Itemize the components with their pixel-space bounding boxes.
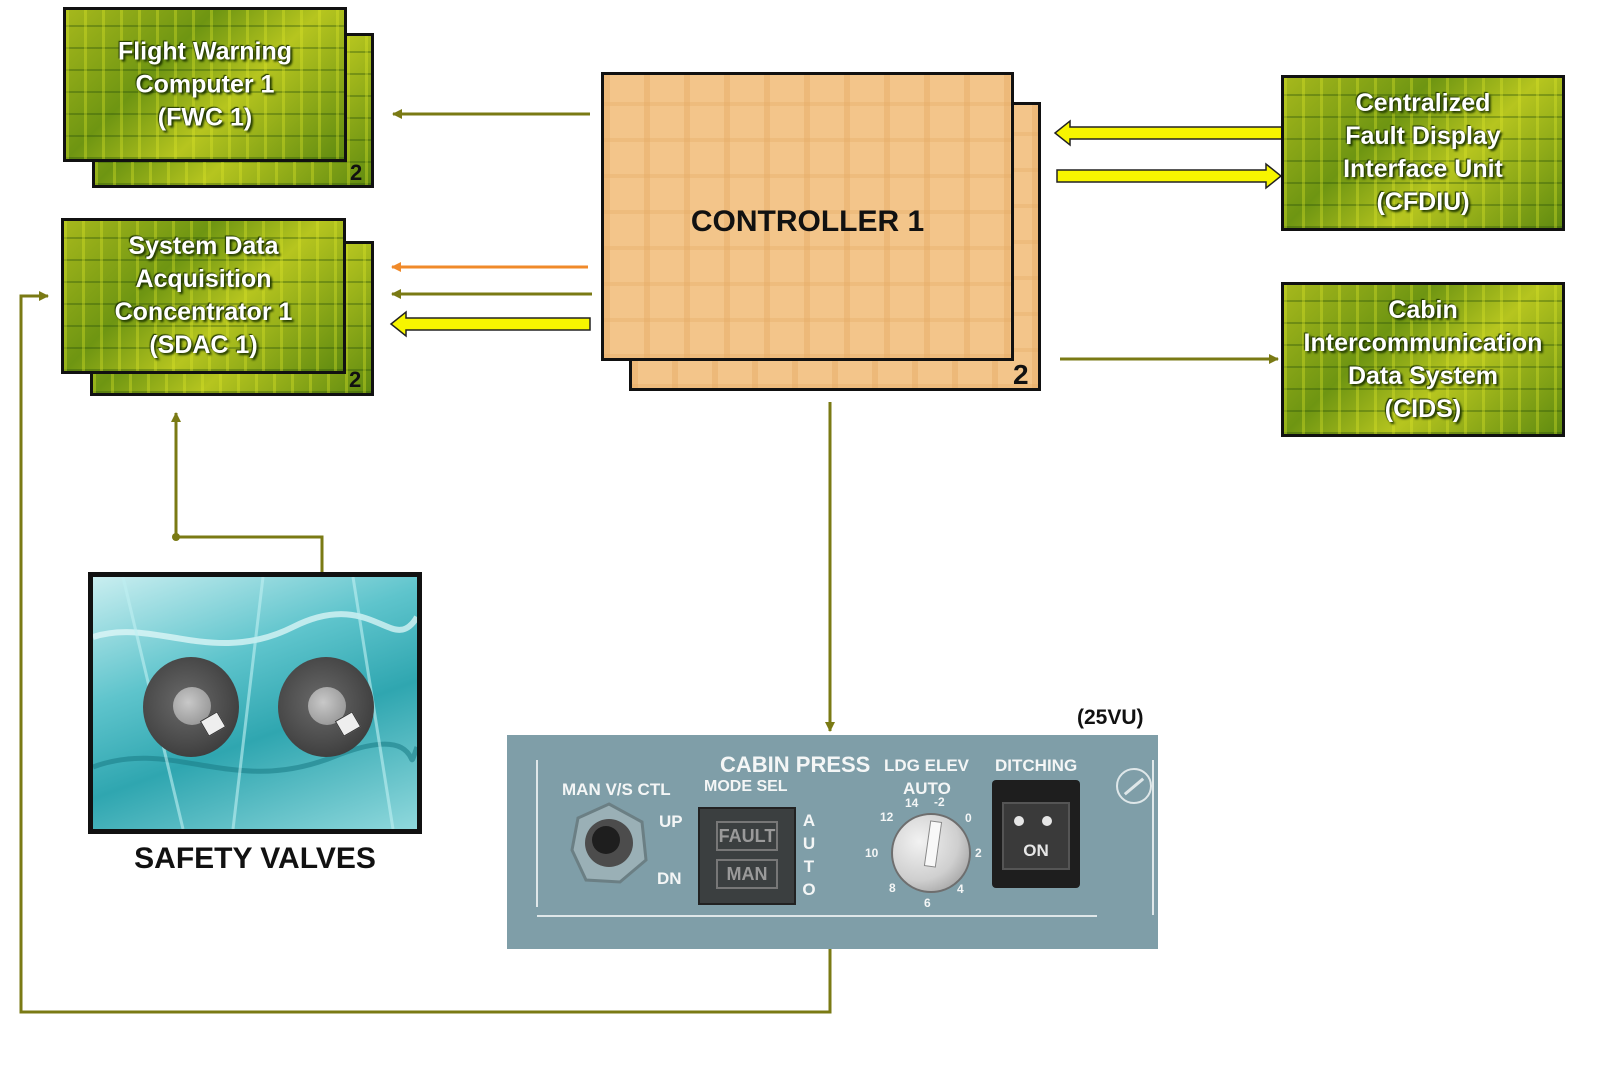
cfdiu-to-controller-bus-arrow [1053,119,1283,147]
indicator-dot-icon [1042,816,1052,826]
panel-screw-icon [1116,768,1152,804]
ditching-guard[interactable]: ON [992,780,1080,888]
fault-indicator: FAULT [716,821,778,851]
ditching-pushbutton[interactable]: ON [1002,802,1070,870]
man-indicator: MAN [716,859,778,889]
indicator-dot-icon [1014,816,1024,826]
safety-valve-left [143,657,239,757]
toggle-switch-icon [570,802,648,884]
sdac-box: System Data Acquisition Concentrator 1 (… [61,218,346,374]
mode-sel-button[interactable]: FAULT MAN [698,807,796,905]
dial-tick-14: 14 [905,796,919,810]
panel-to-sdac-line [19,291,832,1014]
mode-sel-label: MODE SEL [704,778,788,795]
dial-tick-2: 2 [975,846,982,860]
fwc-count-badge: 2 [350,160,363,185]
fwc-box: Flight Warning Computer 1 (FWC 1) [63,7,347,162]
man-vs-ctl-label: MAN V/S CTL [562,780,671,799]
controller-to-cfdiu-bus-arrow [1056,162,1283,190]
man-vs-ctl-toggle[interactable] [564,798,654,888]
dial-tick-0: 0 [965,811,972,825]
cfdiu-label: Centralized Fault Display Interface Unit… [1343,89,1503,216]
ldg-elev-knob[interactable] [891,813,971,893]
sdac-label: System Data Acquisition Concentrator 1 (… [114,232,293,359]
dn-label: DN [657,869,682,888]
fwc-label: Flight Warning Computer 1 (FWC 1) [117,37,293,131]
ldg-elev-auto-label: AUTO [903,779,951,798]
cfdiu-box: Centralized Fault Display Interface Unit… [1281,75,1565,231]
controller-count-badge: 2 [1013,359,1029,390]
safety-valves-label: SAFETY VALVES [134,842,376,875]
panel-lines [536,760,1154,917]
cabin-press-title: CABIN PRESS [720,752,871,777]
cids-label: Cabin Intercommunication Data System (CI… [1303,295,1543,423]
controller-box: CONTROLLER 1 [601,72,1014,361]
safety-valve-right [278,657,374,757]
dial-tick-10: 10 [865,846,879,860]
ditching-label: DITCHING [995,756,1078,775]
dial-tick-neg2: -2 [934,795,945,809]
dial-tick-6: 6 [924,896,931,910]
controller-title: CONTROLLER 1 [690,205,925,238]
cabin-press-panel: CABIN PRESS MAN V/S CTL UP DN MODE SEL F… [507,735,1158,949]
ditching-on-indicator: ON [1023,841,1049,860]
dial-tick-4: 4 [957,882,964,896]
cids-box: Cabin Intercommunication Data System (CI… [1281,282,1565,437]
dial-tick-12: 12 [880,810,894,824]
controller-to-sdac-bus-arrow [389,310,591,338]
valves-to-sdac-line [171,412,324,572]
valves-junction-dot [172,533,180,541]
ldg-elev-label: LDG ELEV [884,756,970,775]
panel-id-label: (25VU) [1077,706,1144,729]
safety-valves-photo [88,572,422,834]
dial-tick-8: 8 [889,881,896,895]
sdac-count-badge: 2 [349,367,362,392]
knob-pointer-icon [923,820,943,868]
up-label: UP [659,812,683,831]
auto-vertical-label: A U T O [802,811,816,899]
